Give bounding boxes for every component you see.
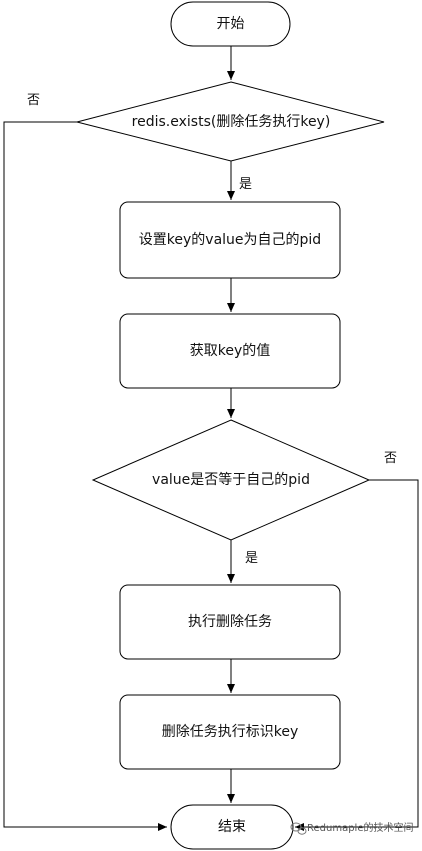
get-key-process: 获取key的值 [119, 313, 341, 389]
do-delete-label: 执行删除任务 [188, 614, 272, 630]
start-label: 开始 [217, 16, 245, 32]
do-delete-process: 执行删除任务 [119, 584, 341, 660]
chat-bubble-icon [290, 822, 307, 835]
delete-flag-label: 删除任务执行标识key [162, 724, 299, 740]
check-exists-decision: redis.exists(删除任务执行key) [76, 81, 385, 162]
watermark-text: Redumaple的技术空间 [307, 821, 413, 834]
value-yes-label: 是 [245, 551, 258, 566]
set-key-label: 设置key的value为自己的pid [139, 232, 321, 248]
exists-no-label: 否 [27, 93, 40, 108]
edge-check-value-no-to-end [295, 479, 419, 831]
set-key-process: 设置key的value为自己的pid [119, 201, 341, 279]
start-node: 开始 [170, 1, 291, 47]
edges [3, 46, 419, 831]
watermark: Redumaple的技术空间 [290, 821, 413, 835]
check-value-label: value是否等于自己的pid [152, 471, 310, 488]
exists-yes-label: 是 [239, 177, 252, 192]
get-key-label: 获取key的值 [190, 343, 271, 359]
check-value-decision: value是否等于自己的pid [91, 419, 371, 541]
check-exists-label: redis.exists(删除任务执行key) [132, 114, 331, 130]
edge-check-exists-no-to-end [3, 121, 167, 831]
delete-flag-process: 删除任务执行标识key [119, 694, 341, 770]
end-label: 结束 [218, 819, 246, 835]
value-no-label: 否 [384, 451, 397, 466]
end-node: 结束 [170, 804, 294, 850]
